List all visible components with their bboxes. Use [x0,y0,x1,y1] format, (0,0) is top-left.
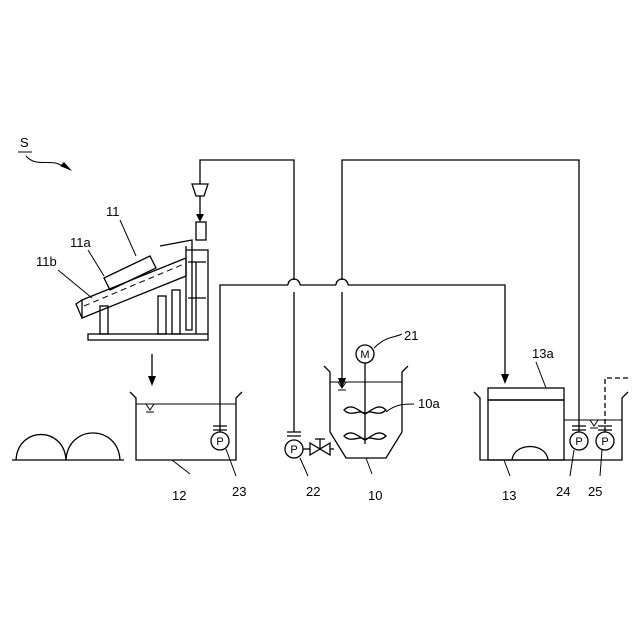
tank-12-level-mark [146,404,154,412]
leader-11a [88,250,104,276]
pipe-23-a [220,285,288,432]
leader-21 [374,334,402,348]
leader-11 [120,220,136,256]
pile-right [66,433,120,460]
leader-10a [386,404,414,412]
tank-10-label: 10 [368,488,382,503]
cover-label: 13a [532,346,554,361]
feeder-hopper [192,184,208,196]
leader-13a [536,362,546,388]
leader-11b [58,270,92,298]
pump-25-label: 25 [588,484,602,499]
pipe-24-upper [342,160,579,432]
pump-22-label: 22 [306,484,320,499]
pump-24-symbol: P [575,436,582,448]
pump-23-label: 23 [232,484,246,499]
system-arrowhead [60,162,72,171]
pump-22-symbol: P [290,444,297,456]
sieve-a-label: 11a [70,235,91,250]
leader-10 [366,458,372,474]
pipe-22-upper [200,160,294,280]
pile-left [16,435,66,461]
tank-13-level-mark [590,420,598,428]
tank-10 [324,366,408,458]
pump-24-label: 24 [556,484,570,499]
system-leader [26,156,62,166]
filter-block [488,400,564,460]
arrow-into-tank13 [501,374,509,384]
leader-12 [172,460,190,474]
pipe-23-c [348,285,505,378]
sieve-label: 11 [106,204,120,219]
drop-arrowhead [148,376,156,386]
pipe-25-dashed [605,378,628,432]
tank-10a-label: 10a [418,396,440,411]
filter-opening [512,447,548,461]
leader-23 [226,449,236,476]
valve-right [320,443,330,455]
cover-13a [488,388,564,400]
pump-23-symbol: P [216,436,223,448]
motor-label: 21 [404,328,418,343]
valve-left [310,443,320,455]
feeder-arrowhead [196,214,204,222]
tank-12-label: 12 [172,488,186,503]
system-label: S [20,135,29,150]
leader-22 [300,458,308,476]
sieve-machine [76,222,208,340]
leader-13 [504,460,510,476]
sieve-b-label: 11b [36,254,57,269]
tank-13-label: 13 [502,488,516,503]
motor-symbol: M [360,349,369,361]
pump-22-flange [287,432,301,436]
leader-25 [600,450,602,476]
pump-25-symbol: P [601,436,608,448]
leader-24 [570,450,574,476]
